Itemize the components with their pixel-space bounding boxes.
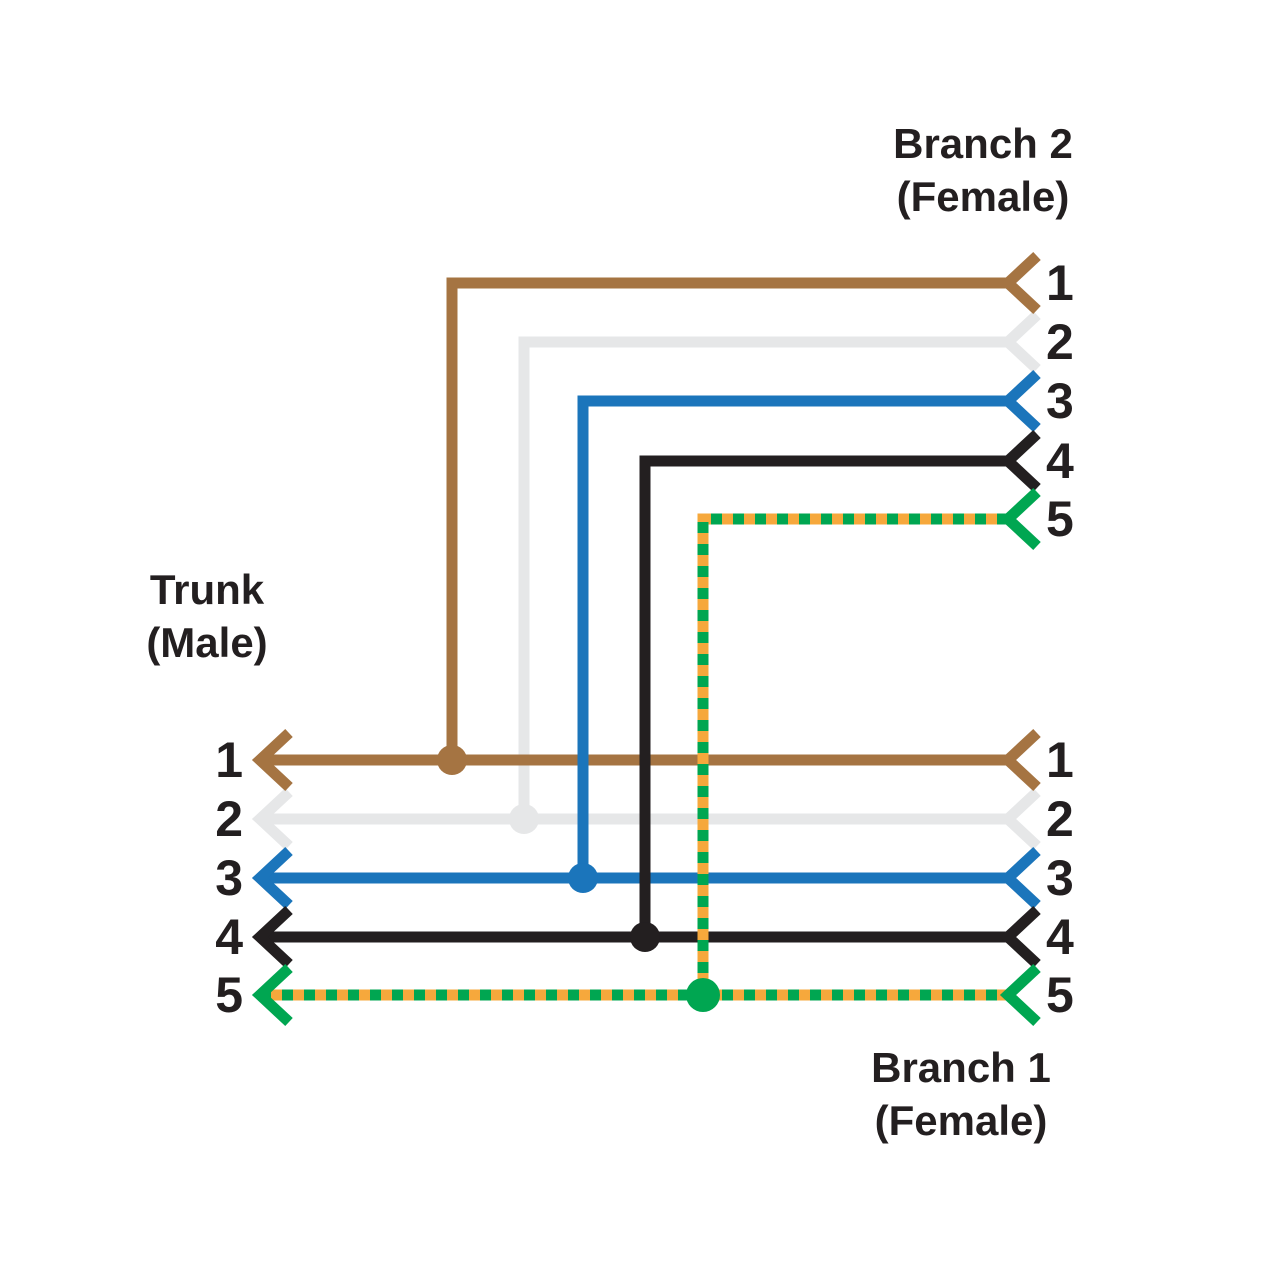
branch1-label: Branch 1 (Female) (871, 1044, 1051, 1144)
junction-dot (568, 863, 598, 893)
branch2-female-pin-fork (999, 487, 1041, 551)
branch1-female-pin-fork (999, 963, 1041, 1027)
branch1-female-pin-fork (999, 905, 1041, 969)
branch2-pin-number: 5 (1046, 491, 1074, 547)
wire-pin3-blue (251, 369, 1041, 910)
trunk-pin-number: 2 (215, 791, 243, 847)
wire-pin4-black (251, 429, 1041, 969)
wire-pin2-white (251, 310, 1041, 851)
branch2-pin-number: 2 (1046, 314, 1074, 370)
branch2-wire (446, 277, 1008, 760)
trunk-pin-number: 3 (215, 850, 243, 906)
junction-dot (630, 922, 660, 952)
branch2-wire-stripes (697, 513, 1008, 995)
branch2-female-pin-fork (999, 369, 1041, 433)
trunk-pin-number: 1 (215, 732, 243, 788)
branch1-pin-number: 1 (1046, 732, 1074, 788)
branch1-pin-number: 2 (1046, 791, 1074, 847)
branch2-female-pin-fork (999, 251, 1041, 315)
junction-dot (509, 804, 539, 834)
branch2-label-line1: Branch 2 (893, 120, 1073, 167)
branch2-wire (518, 336, 1008, 819)
trunk-label: Trunk (Male) (146, 566, 267, 666)
branch1-female-pin-fork (999, 728, 1041, 792)
branch1-label-line2: (Female) (875, 1097, 1048, 1144)
branch2-female-pin-fork (999, 429, 1041, 493)
branch1-pin-number: 4 (1046, 909, 1074, 965)
trunk-male-pin-arrow (251, 787, 293, 851)
wire-pin1-brown (251, 251, 1041, 792)
trunk-pin-number: 4 (215, 909, 243, 965)
branch1-label-line1: Branch 1 (871, 1044, 1051, 1091)
trunk-label-line1: Trunk (150, 566, 265, 613)
trunk-male-pin-arrow (251, 905, 293, 969)
trunk-male-pin-arrow (251, 728, 293, 792)
wire-pin5-green-yellow (251, 487, 1041, 1027)
branch2-label-line2: (Female) (897, 173, 1070, 220)
wires-layer (251, 251, 1041, 1027)
junction-dot (686, 978, 720, 1012)
branch1-female-pin-fork (999, 846, 1041, 910)
trunk-pin-number: 5 (215, 967, 243, 1023)
branch2-wire (577, 395, 1008, 878)
branch2-label: Branch 2 (Female) (893, 120, 1073, 220)
branch2-pin-number: 1 (1046, 255, 1074, 311)
trunk-label-line2: (Male) (146, 619, 267, 666)
trunk-male-pin-arrow (251, 963, 293, 1027)
branch2-wire (639, 455, 1008, 937)
branch2-female-pin-fork (999, 310, 1041, 374)
branch1-pin-number: 5 (1046, 967, 1074, 1023)
branch1-female-pin-fork (999, 787, 1041, 851)
junction-dot (437, 745, 467, 775)
branch1-pin-number: 3 (1046, 850, 1074, 906)
trunk-male-pin-arrow (251, 846, 293, 910)
branch2-pin-number: 3 (1046, 373, 1074, 429)
branch2-pin-number: 4 (1046, 433, 1074, 489)
